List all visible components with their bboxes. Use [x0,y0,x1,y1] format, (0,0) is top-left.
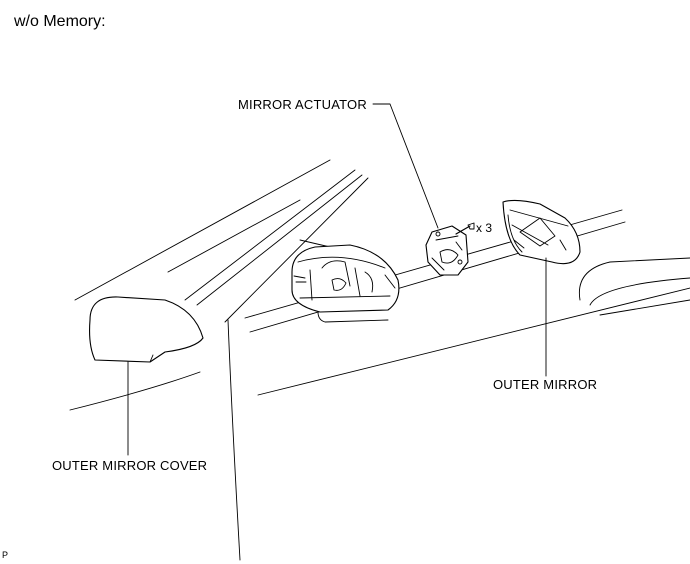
label-screw-quantity: x 3 [476,221,493,235]
mirror-housing [291,244,400,323]
mirror-actuator [425,225,469,276]
screw-icon [455,222,475,235]
leader-lines [127,103,547,456]
car-body-outline [69,159,690,561]
label-mirror-actuator: MIRROR ACTUATOR [238,97,367,112]
page-heading: w/o Memory: [14,13,106,30]
outer-mirror-glass [502,199,581,265]
illustration-code: P [2,550,9,560]
label-outer-mirror-cover: OUTER MIRROR COVER [52,458,208,473]
label-outer-mirror: OUTER MIRROR [493,377,598,392]
outer-mirror-cover [89,296,204,363]
